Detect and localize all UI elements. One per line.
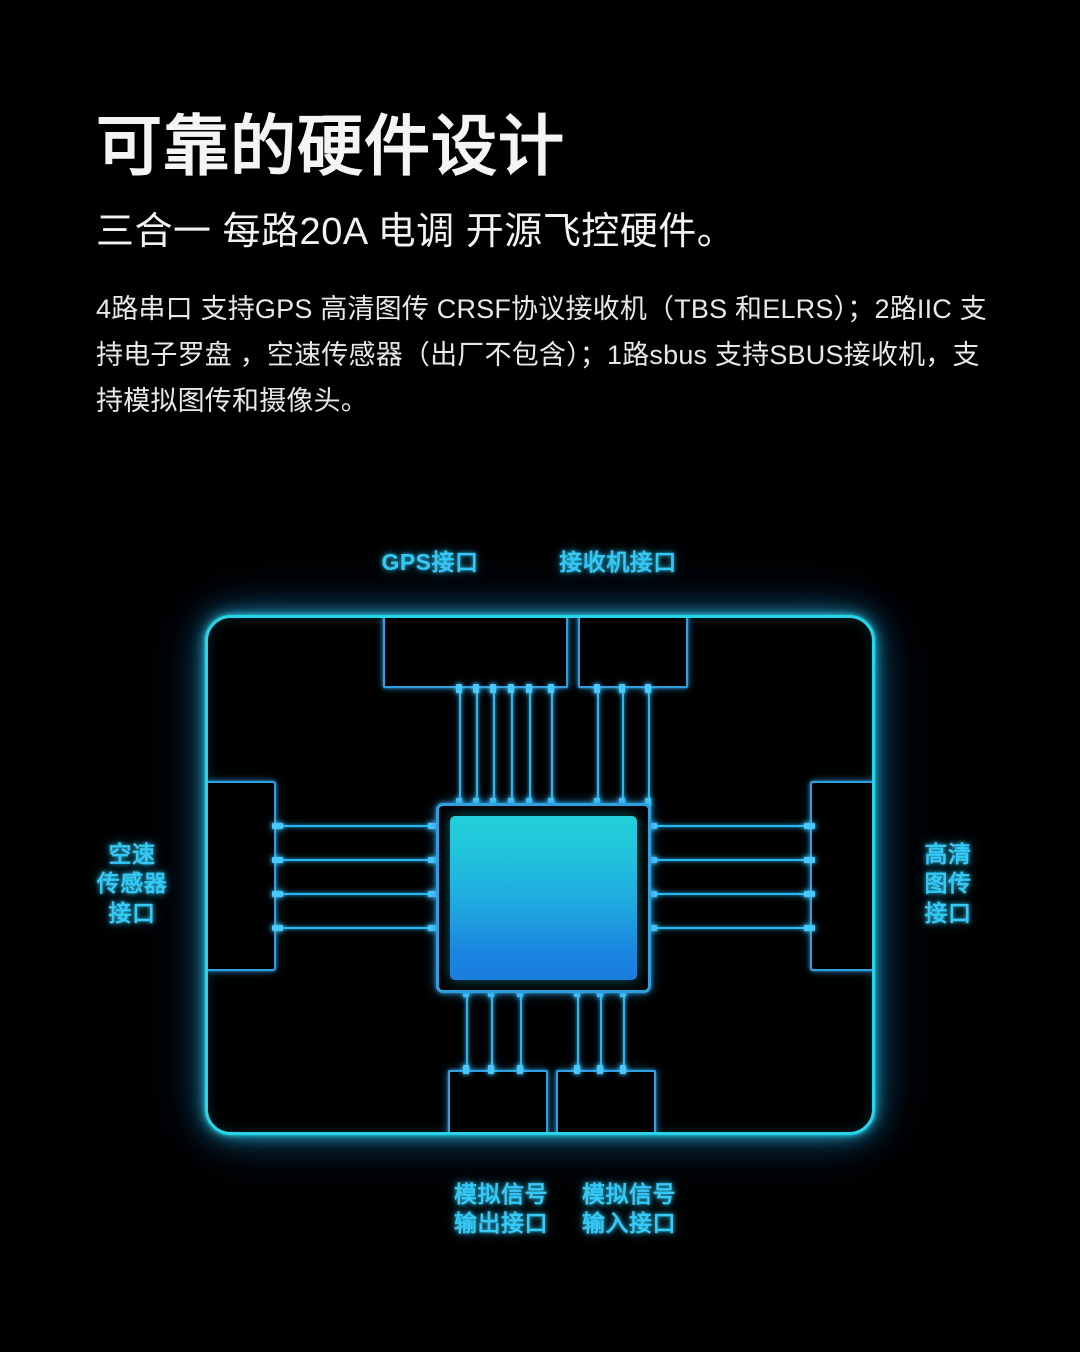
connector-pad-analog-output: [448, 1070, 548, 1132]
pad-nub-airspeed-2-in: [428, 857, 439, 863]
pad-nub-hd-video-2-in: [646, 857, 657, 863]
connector-pad-gps: [383, 618, 568, 688]
pad-nub-hd-video-4-out: [804, 925, 815, 931]
board-inner-area: [208, 618, 872, 1132]
pad-nub-analog-in-1-bot: [574, 1065, 580, 1074]
pad-nub-gps-5-top: [526, 684, 532, 693]
pad-nub-gps-6-bot: [548, 798, 554, 807]
pad-nub-receiver-3-top: [645, 684, 651, 693]
trace-gps-5: [529, 688, 531, 806]
pad-nub-airspeed-1-in: [428, 823, 439, 829]
pad-nub-receiver-3-bot: [645, 798, 651, 807]
pad-nub-gps-4-top: [508, 684, 514, 693]
trace-airspeed-2: [276, 859, 438, 861]
pad-nub-airspeed-3-out: [272, 891, 283, 897]
pad-nub-analog-out-1-bot: [463, 1065, 469, 1074]
pad-nub-hd-video-4-in: [646, 925, 657, 931]
page-description: 4路串口 支持GPS 高清图传 CRSF协议接收机（TBS 和ELRS）；2路I…: [96, 293, 987, 417]
page-title: 可靠的硬件设计: [96, 109, 565, 183]
label-analog-output-port: 模拟信号 输出接口: [454, 1181, 548, 1237]
pad-nub-airspeed-2-out: [272, 857, 283, 863]
trace-receiver-3: [648, 688, 650, 806]
trace-gps-4: [511, 688, 513, 806]
pad-nub-gps-2-bot: [473, 798, 479, 807]
pad-nub-hd-video-2-out: [804, 857, 815, 863]
pad-nub-analog-in-3-bot: [620, 1065, 626, 1074]
label-analog-input-port: 模拟信号 输入接口: [582, 1181, 676, 1237]
pad-nub-airspeed-4-out: [272, 925, 283, 931]
pad-nub-gps-3-top: [490, 684, 496, 693]
mcu-chip: [436, 803, 651, 993]
trace-analog-out-2: [491, 991, 493, 1073]
pad-nub-analog-out-2-bot: [488, 1065, 494, 1074]
pad-nub-analog-out-3-bot: [517, 1065, 523, 1074]
trace-hd-video-1: [649, 825, 812, 827]
trace-airspeed-4: [276, 927, 438, 929]
pad-nub-receiver-2-top: [619, 684, 625, 693]
trace-hd-video-3: [649, 893, 812, 895]
pad-nub-hd-video-1-out: [804, 823, 815, 829]
pad-nub-gps-1-top: [456, 684, 462, 693]
trace-receiver-2: [622, 688, 624, 806]
trace-gps-6: [551, 688, 553, 806]
trace-gps-1: [459, 688, 461, 806]
pad-nub-hd-video-1-in: [646, 823, 657, 829]
trace-gps-3: [493, 688, 495, 806]
mcu-chip-die: [450, 816, 637, 980]
pad-nub-hd-video-3-in: [646, 891, 657, 897]
pad-nub-airspeed-3-in: [428, 891, 439, 897]
hardware-diagram: GPS接口 接收机接口 空速 传感器 接口 高清 图传 接口 模拟信号 输出接口…: [0, 520, 1080, 1310]
label-hd-video-port: 高清 图传 接口: [924, 841, 972, 926]
pad-nub-receiver-2-bot: [619, 798, 625, 807]
pcb-board-outline: [205, 615, 875, 1135]
trace-analog-in-3: [623, 991, 625, 1073]
pad-nub-receiver-1-bot: [594, 798, 600, 807]
trace-hd-video-2: [649, 859, 812, 861]
connector-pad-analog-input: [556, 1070, 656, 1132]
pad-nub-hd-video-3-out: [804, 891, 815, 897]
label-gps-port: GPS接口: [381, 549, 479, 575]
pad-nub-gps-4-bot: [508, 798, 514, 807]
pad-nub-gps-3-bot: [490, 798, 496, 807]
pad-nub-airspeed-4-in: [428, 925, 439, 931]
trace-analog-out-1: [466, 991, 468, 1073]
pad-nub-gps-5-bot: [526, 798, 532, 807]
connector-pad-receiver: [578, 618, 688, 688]
pad-nub-gps-2-top: [473, 684, 479, 693]
trace-analog-in-1: [577, 991, 579, 1073]
pad-nub-gps-6-top: [548, 684, 554, 693]
trace-analog-in-2: [600, 991, 602, 1073]
pad-nub-airspeed-1-out: [272, 823, 283, 829]
trace-analog-out-3: [520, 991, 522, 1073]
connector-pad-hd-video: [810, 781, 872, 971]
trace-airspeed-3: [276, 893, 438, 895]
label-receiver-port: 接收机接口: [559, 549, 677, 575]
pad-nub-gps-1-bot: [456, 798, 462, 807]
page-subtitle: 三合一 每路20A 电调 开源飞控硬件。: [96, 210, 736, 253]
connector-pad-airspeed: [208, 781, 276, 971]
pad-nub-analog-in-2-bot: [597, 1065, 603, 1074]
intro-text-block: 可靠的硬件设计 三合一 每路20A 电调 开源飞控硬件。 4路串口 支持GPS …: [96, 109, 1016, 425]
label-airspeed-sensor-port: 空速 传感器 接口: [96, 841, 168, 926]
pad-nub-receiver-1-top: [594, 684, 600, 693]
trace-receiver-1: [597, 688, 599, 806]
trace-gps-2: [476, 688, 478, 806]
trace-airspeed-1: [276, 825, 438, 827]
trace-hd-video-4: [649, 927, 812, 929]
